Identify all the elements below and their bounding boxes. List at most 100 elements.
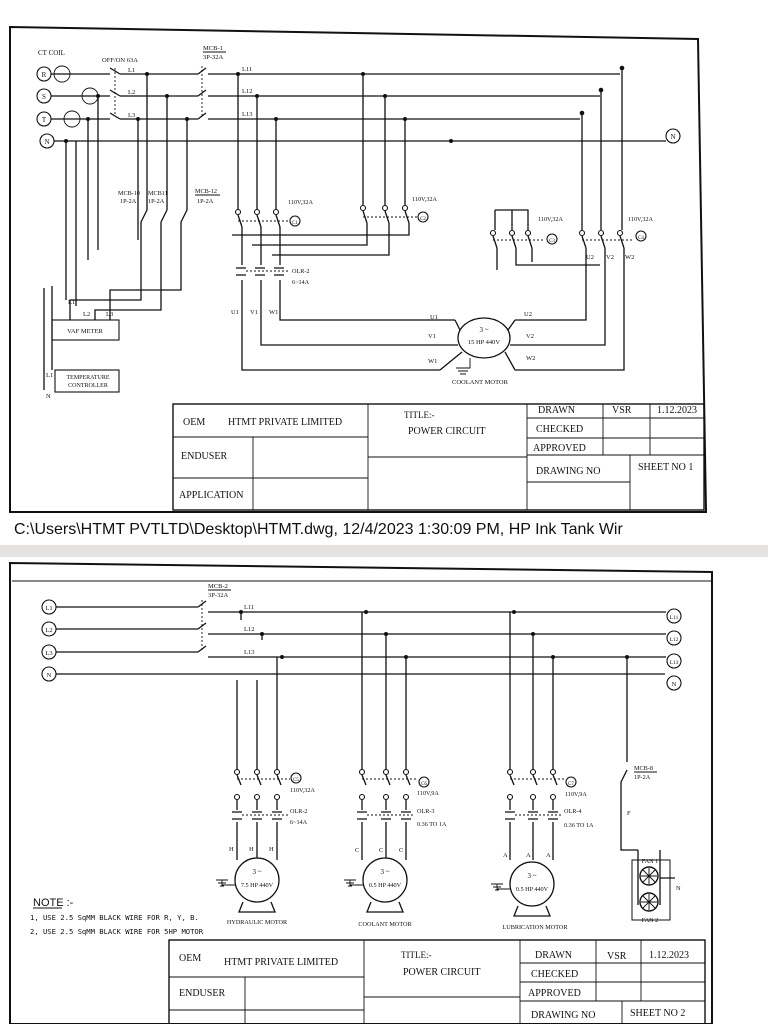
bus-label-l13: L13 bbox=[242, 111, 252, 118]
c6-label: C6 bbox=[421, 782, 427, 787]
drawn-by: VSR bbox=[607, 951, 627, 962]
phase-h: H bbox=[269, 846, 274, 853]
motor-name: COOLANT MOTOR bbox=[452, 379, 509, 386]
vaf-l1: L1 bbox=[68, 299, 75, 306]
title-label: TITLE:- bbox=[404, 410, 435, 420]
mcb11-rating: 1P-2A bbox=[148, 198, 165, 205]
c6-rating: 110V,9A bbox=[417, 790, 439, 797]
c4-label: C4 bbox=[638, 236, 644, 241]
motor-name: COOLANT MOTOR bbox=[358, 921, 412, 928]
source-label: N bbox=[47, 672, 52, 679]
branch-lubrication: C7 110V,9A OLR-4 0.36 TO 1A bbox=[505, 612, 594, 860]
fan-circuit: MCB-8 1P-2A F FAN 1 FAN 2 N bbox=[620, 657, 681, 924]
motor-symbol: 3 ~ bbox=[479, 326, 488, 334]
phase-a: A bbox=[526, 852, 531, 859]
approved-label: APPROVED bbox=[528, 988, 581, 999]
motor-name: HYDRAULIC MOTOR bbox=[227, 919, 288, 926]
mcb1-rating: 3P-32A bbox=[203, 54, 224, 61]
motor-v1: V1 bbox=[428, 333, 436, 340]
motor-u2: U2 bbox=[524, 311, 532, 318]
c3-label: C3 bbox=[549, 239, 555, 244]
motor-rating: 15 HP 440V bbox=[468, 339, 501, 346]
c1-rating: 110V,32A bbox=[288, 199, 313, 206]
w2-label: W2 bbox=[625, 254, 634, 261]
mcb12-name: MCB-12 bbox=[195, 188, 217, 195]
c5-rating: 110V,32A bbox=[290, 787, 315, 794]
mcb12-rating: 1P-2A bbox=[197, 198, 214, 205]
mcb10-rating: 1P-2A bbox=[120, 198, 137, 205]
title-value: POWER CIRCUIT bbox=[403, 967, 481, 978]
v2-label: V2 bbox=[606, 254, 614, 261]
right-terminals-2: L11 L12 L13 N bbox=[666, 608, 682, 691]
u1-label: U1 bbox=[231, 309, 239, 316]
bus-label-l12: L12 bbox=[242, 88, 252, 95]
c3-rating: 110V,32A bbox=[538, 216, 563, 223]
bus2-l11: L11 bbox=[244, 604, 254, 611]
ct-coil-label: CT COIL bbox=[38, 49, 65, 57]
sheet-no: SHEET NO 1 bbox=[638, 462, 693, 473]
drawing-no-label: DRAWING NO bbox=[531, 1010, 595, 1021]
oem-label: OEM bbox=[179, 953, 201, 964]
temp-n: N bbox=[46, 393, 51, 400]
source-terminals: R S T N bbox=[36, 66, 55, 149]
phase-h: H bbox=[249, 846, 254, 853]
c2-rating: 110V,32A bbox=[412, 196, 437, 203]
bus2-l13: L13 bbox=[244, 649, 254, 656]
phase-label: L1 bbox=[128, 67, 135, 74]
phase-label: L3 bbox=[128, 112, 135, 119]
source-label: L3 bbox=[45, 650, 52, 657]
phase-c: C bbox=[379, 847, 383, 854]
note-2: 2, USE 2.5 SqMM BLACK WIRE FOR 5HP MOTOR bbox=[30, 927, 204, 936]
phase-a: A bbox=[503, 852, 508, 859]
oem-value: HTMT PRIVATE LIMITED bbox=[228, 417, 342, 428]
fan2-label: FAN 2 bbox=[642, 917, 659, 924]
vaf-l3: L3 bbox=[106, 311, 113, 318]
temp-l1: L1 bbox=[46, 372, 53, 379]
mcb10-name: MCB-10 bbox=[118, 190, 140, 197]
bus-label-l11: L11 bbox=[242, 66, 252, 73]
approved-label: APPROVED bbox=[533, 443, 586, 454]
mcb8-name: MCB-8 bbox=[634, 765, 653, 772]
source-label: N bbox=[44, 138, 49, 146]
c7-olr: OLR-4 bbox=[564, 808, 582, 815]
lubrication-motor: A A A 3 ~ 0.5 HP 440V LUBRICATION MOTOR bbox=[491, 852, 568, 931]
source-label: L2 bbox=[45, 627, 52, 634]
source-terminals-2: L1 L2 L3 N bbox=[41, 599, 57, 682]
note-1: 1, USE 2.5 SqMM BLACK WIRE FOR R, Y, B. bbox=[30, 913, 199, 922]
motor-symbol: 3 ~ bbox=[380, 868, 389, 876]
temp-controller-line1: TEMPERATURE bbox=[66, 375, 109, 381]
oem-label: OEM bbox=[183, 417, 205, 428]
motor-rating: 0.5 HP 440V bbox=[516, 886, 549, 893]
bus2-l12: L12 bbox=[244, 626, 254, 633]
olr2-range: 6~14A bbox=[292, 279, 310, 286]
drawn-date: 1.12.2023 bbox=[649, 950, 689, 961]
motor-rating: 0.5 HP 440V bbox=[369, 882, 402, 889]
phase-h: H bbox=[229, 846, 234, 853]
branch-hydraulic: C5 110V,32A OLR-2 6~14A bbox=[232, 612, 315, 860]
c1-label: C1 bbox=[292, 221, 298, 226]
source-label: S bbox=[42, 93, 46, 101]
application-label: APPLICATION bbox=[179, 490, 243, 501]
c5-olr: OLR-2 bbox=[290, 808, 308, 815]
contactor-c4: C4 110V,32A U2 V2 W2 bbox=[515, 68, 653, 371]
mcb2-name: MCB-2 bbox=[208, 583, 228, 590]
title-block-sheet2: OEM HTMT PRIVATE LIMITED ENDUSER TITLE:-… bbox=[168, 939, 706, 1024]
coolant-motor-05hp: C C C 3 ~ 0.5 HP 440V COOLANT MOTOR bbox=[344, 847, 412, 928]
c4-rating: 110V,32A bbox=[628, 216, 653, 223]
notes: NOTE :- 1, USE 2.5 SqMM BLACK WIRE FOR R… bbox=[30, 897, 204, 936]
motor-name: LUBRICATION MOTOR bbox=[502, 924, 568, 931]
fan1-label: FAN 1 bbox=[642, 858, 659, 865]
note-title: NOTE :- bbox=[33, 897, 74, 909]
coolant-motor-15hp: 3 ~ 15 HP 440V U1 V1 W1 U2 V2 W2 COOLANT… bbox=[428, 311, 535, 386]
sheet-no: SHEET NO 2 bbox=[630, 1008, 685, 1019]
oem-value: HTMT PRIVATE LIMITED bbox=[224, 957, 338, 968]
c6-olr: OLR-3 bbox=[417, 808, 435, 815]
temp-controller-line2: CONTROLLER bbox=[68, 383, 108, 389]
title-label: TITLE:- bbox=[401, 950, 432, 960]
c7-rating: 110V,9A bbox=[565, 791, 587, 798]
drawn-label: DRAWN bbox=[538, 405, 575, 416]
phase-c: C bbox=[355, 847, 359, 854]
branch-coolant: C6 110V,9A OLR-3 0.36 TO 1A bbox=[357, 612, 447, 860]
right-label: N bbox=[672, 681, 677, 688]
